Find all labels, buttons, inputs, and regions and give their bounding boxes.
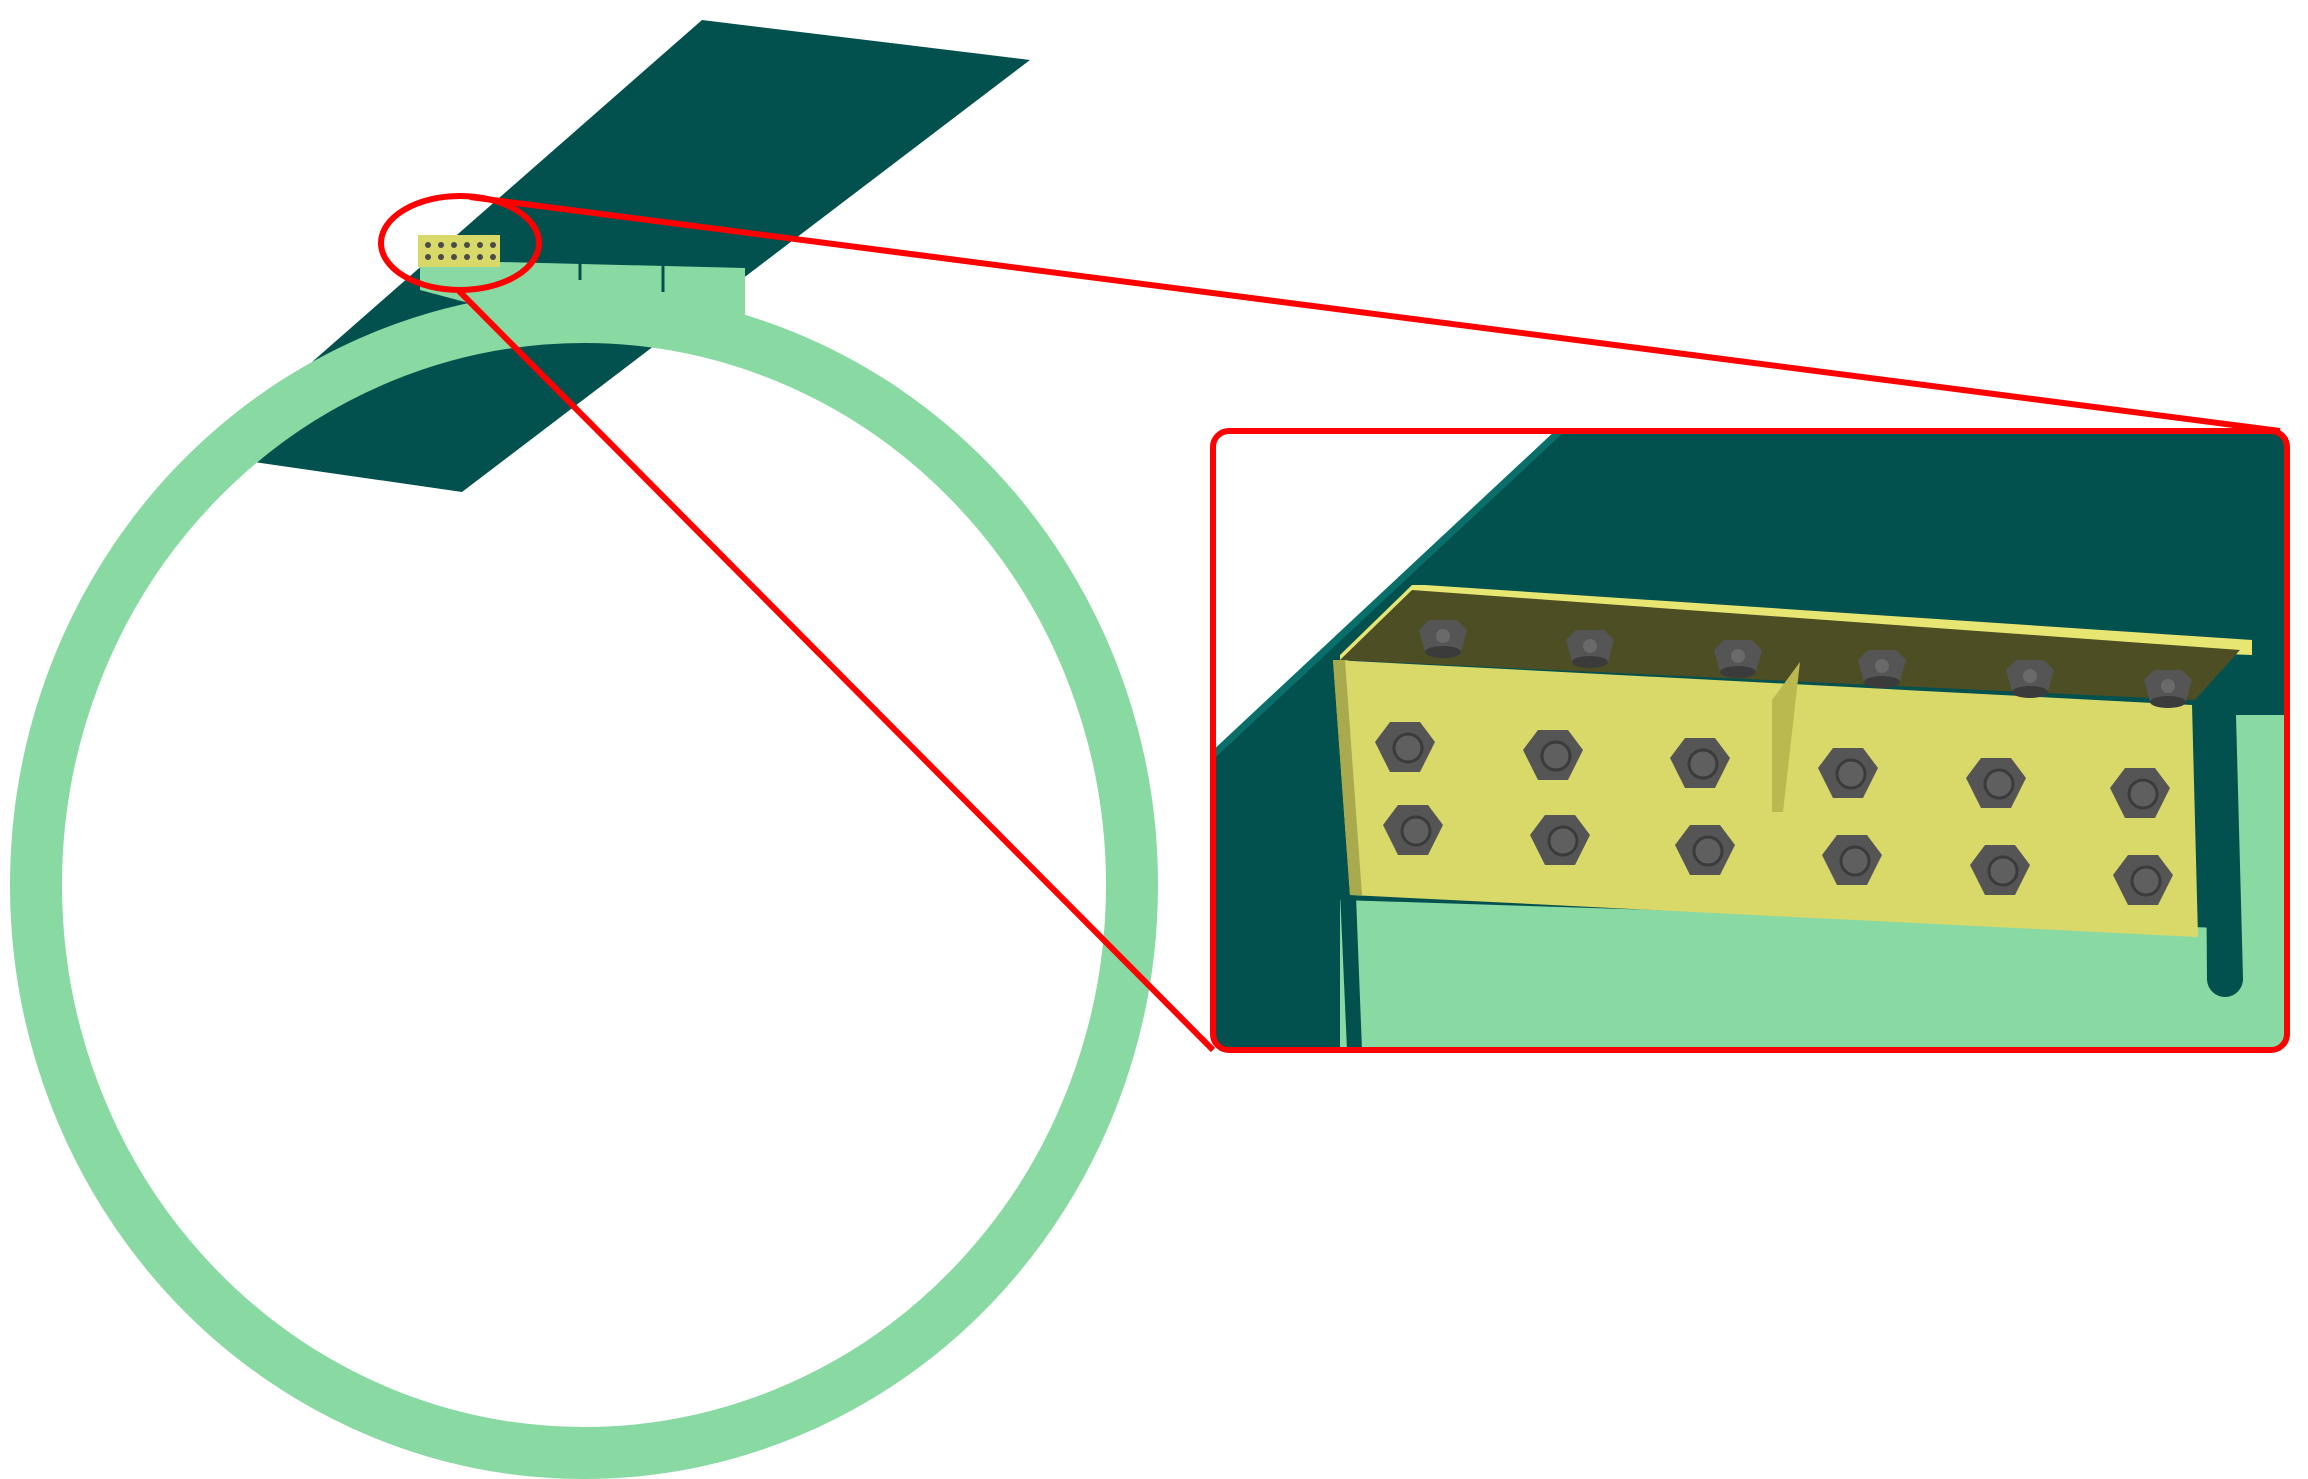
bolt-icon [2110,768,2170,818]
bolt-icon [1530,815,1590,865]
bolted-splice-connection [418,235,500,267]
detail-callout-frame [1210,428,2290,1053]
bolt-icon [2144,670,2192,708]
splice-plate-side [1333,660,1362,895]
detail-web-shadow [1330,665,1362,1050]
bolt-icon [1383,805,1443,855]
bolt-icon [2113,855,2173,905]
callout-line-lower [455,287,1216,1053]
callout-annotation [378,193,2281,1053]
splice-plate-fin [1772,662,1800,812]
face-bolts-row-2 [1383,805,2173,905]
bolt-icon [1966,758,2026,808]
bolt-icon [1670,738,1730,788]
detail-view [1210,428,2290,1053]
bolt-icon [1822,835,1882,885]
main-view [10,20,1158,1479]
detail-web [1340,900,2287,1050]
bolt-icon [1375,722,1435,772]
face-bolts-row-1 [1375,722,2170,818]
detail-deck-edge [1213,431,1563,758]
bolt-icon [1970,845,2030,895]
bolt-icon [1675,825,1735,875]
top-bolts [1419,620,2192,708]
bolt-icon [1818,748,1878,798]
splice-plate-face [1333,660,2198,937]
bolt-icon [1566,630,1614,668]
bolt-icon [1858,650,1906,688]
bolt-icon [1523,730,1583,780]
bolt-icon [1419,620,1467,658]
detail-stiffener-slot [2205,715,2244,997]
callout-line-upper [469,194,2281,434]
bolt-icon [2006,660,2054,698]
ring-frame [10,291,1158,1479]
deck-plate [206,20,1030,492]
bolt-icon [1714,640,1762,678]
